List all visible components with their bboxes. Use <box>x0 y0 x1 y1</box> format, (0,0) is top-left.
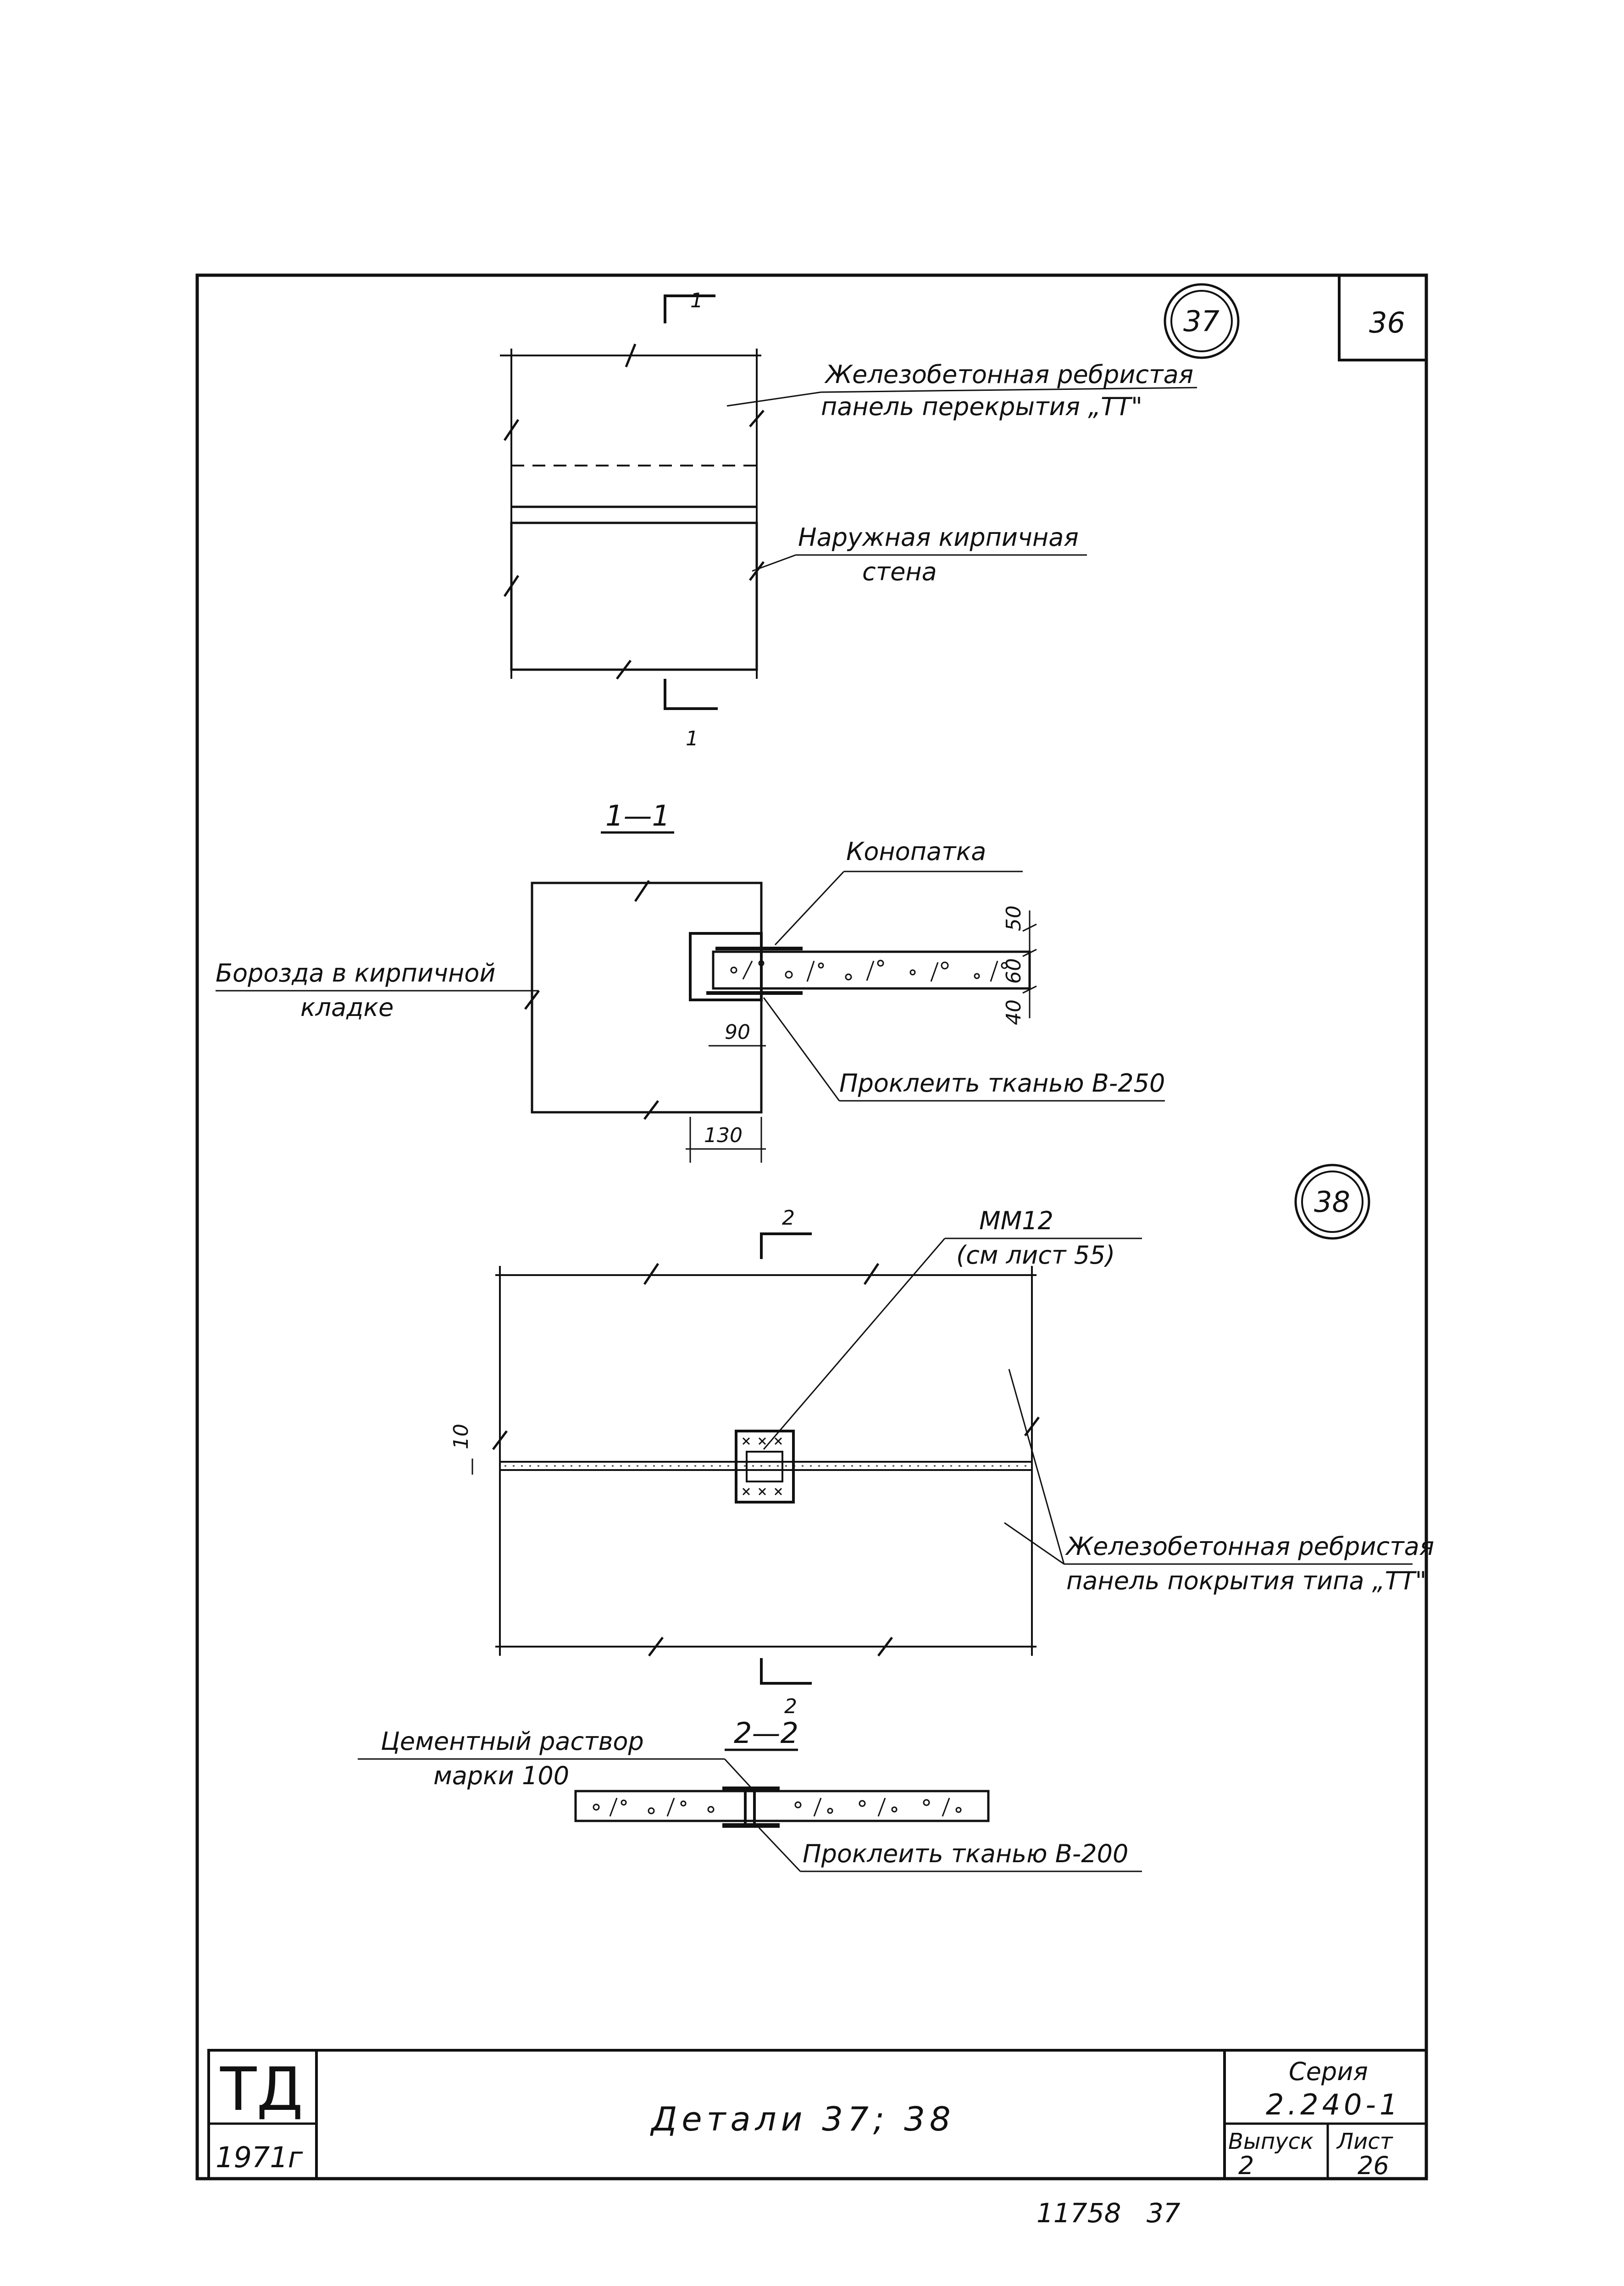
anchor-label-2: (см лист 55) <box>956 1241 1115 1270</box>
detail-37-plan: 37 1 1 Железобетонная ребристая панель п… <box>500 283 1240 750</box>
sheet-number-box: 36 <box>1338 275 1426 361</box>
detail-38-panel-label-2: панель покрытия типа „ТТ" <box>1066 1566 1426 1595</box>
series-value: 2.240-1 <box>1266 2088 1401 2121</box>
cut-mark-1-top: 1 <box>690 289 703 312</box>
sheet-label: Лист <box>1336 2129 1394 2154</box>
anchor-mm12 <box>735 1430 795 1504</box>
org-mark: ТД <box>220 2054 303 2124</box>
mortar-label-1: Цементный раствор <box>381 1727 644 1756</box>
sheet-frame <box>195 273 1428 2181</box>
dim-130: 130 <box>704 1124 743 1147</box>
glue-label-2-2: Проклеить тканью В-200 <box>803 1839 1128 1868</box>
detail-38-marker: 38 <box>1314 1185 1350 1219</box>
section-2-2-slab <box>574 1790 990 1822</box>
dim-40: 40 <box>1002 999 1025 1025</box>
drawing-year: 1971г <box>216 2141 303 2174</box>
groove-label-2: кладке <box>300 993 394 1022</box>
section-2-2-title: 2—2 <box>734 1716 798 1750</box>
issue-value: 2 <box>1238 2151 1254 2180</box>
caulk-label: Конопатка <box>846 837 986 866</box>
dim-90: 90 <box>725 1021 750 1044</box>
dim-10: 10 <box>449 1424 473 1449</box>
detail-37-panel-label-1: Железобетонная ребристая <box>824 360 1193 389</box>
title-block: ТД 1971г Детали 37; 38 Серия 2.240-1 Вып… <box>207 2049 1428 2180</box>
groove-label-1: Борозда в кирпичной <box>216 959 495 988</box>
mortar-joint <box>499 1461 1033 1471</box>
mortar-label-2: марки 100 <box>433 1761 569 1790</box>
anchor-label-1: ММ12 <box>979 1206 1053 1235</box>
cut-mark-2-bottom: 2 <box>784 1695 797 1718</box>
brick-wall-hatch <box>510 522 758 671</box>
section-1-1-title: 1—1 <box>605 799 670 832</box>
detail-38-plan: 38 2 2 10 ММ12 (см лист 55) <box>449 1164 1434 1718</box>
dim-50: 50 <box>1002 905 1025 931</box>
section-1-1: 1—1 50 60 40 90 <box>216 799 1165 1163</box>
issue-label: Выпуск <box>1228 2129 1314 2154</box>
detail-37-panel-label-2: панель перекрытия „ТТ" <box>821 392 1142 421</box>
detail-37-wall-label-2: стена <box>862 557 937 586</box>
cut-mark-1-bottom: 1 <box>686 727 698 750</box>
glue-label-1-1: Проклеить тканью В-250 <box>839 1069 1165 1098</box>
section-1-1-wall <box>531 882 763 1114</box>
drawing-title: Детали 37; 38 <box>650 2100 955 2138</box>
sheet-number: 36 <box>1369 306 1405 339</box>
dim-60: 60 <box>1002 958 1025 984</box>
detail-37-wall-label-1: Наружная кирпичная <box>798 523 1079 552</box>
archive-number: 11758 37 <box>1036 2197 1181 2229</box>
series-label: Серия <box>1289 2057 1368 2086</box>
section-2-2: 2—2 Цементный раствор марки 100 Проклеит… <box>358 1716 1142 1872</box>
detail-37-marker: 37 <box>1183 305 1219 338</box>
detail-38-panel-label-1: Железобетонная ребристая <box>1065 1532 1434 1561</box>
cut-mark-2-top: 2 <box>782 1206 795 1230</box>
sheet-value: 26 <box>1358 2151 1389 2180</box>
